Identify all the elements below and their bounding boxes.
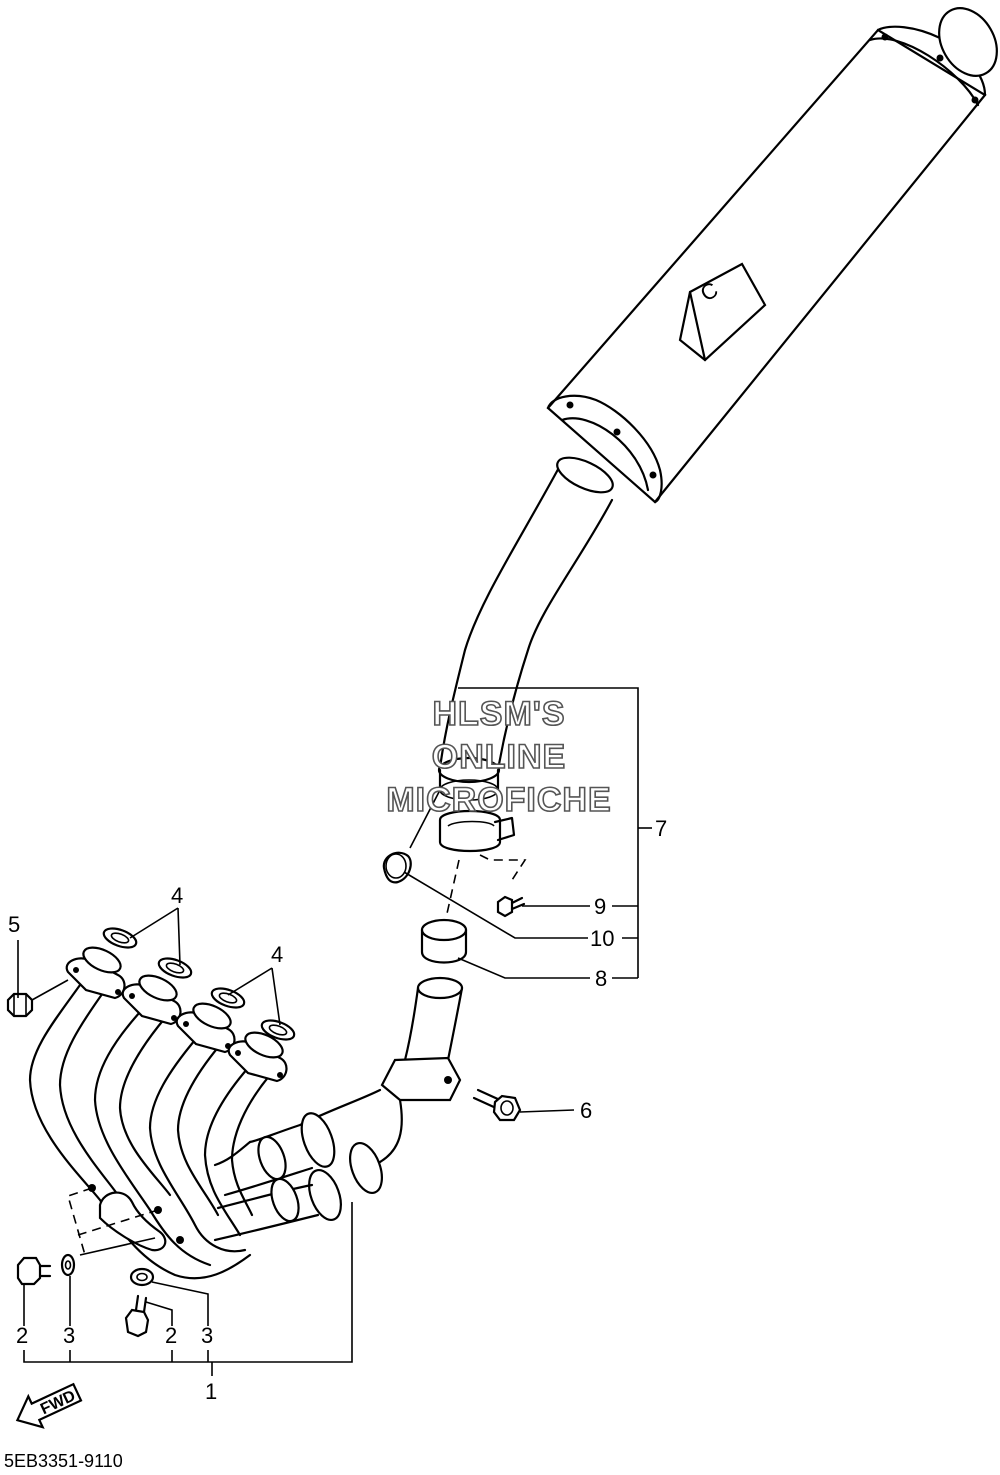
callout-labels: 1 2 3 2 3 4 4 5 6 7 8 9 10	[8, 816, 667, 1404]
part-4-gaskets	[102, 927, 296, 1041]
flange-2	[121, 974, 182, 1026]
callout-6: 6	[580, 1098, 592, 1123]
callout-3b: 3	[201, 1323, 213, 1348]
fwd-arrow-icon: FWD	[15, 1382, 83, 1429]
part-3-washers	[60, 1253, 155, 1287]
part-2-bolts	[16, 1256, 150, 1338]
callout-9: 9	[594, 894, 606, 919]
part-code: 5EB3351-9110	[4, 1451, 123, 1471]
flange-1	[65, 946, 126, 1000]
watermark: HLSM'S ONLINE MICROFICHE	[386, 694, 612, 820]
link-pipe	[437, 456, 614, 801]
pipe-clamp	[438, 809, 527, 881]
muffler	[546, 7, 998, 504]
part-8-gasket	[420, 859, 468, 964]
callout-10: 10	[590, 926, 614, 951]
callout-4a: 4	[171, 883, 183, 908]
callout-1: 1	[205, 1379, 217, 1404]
callout-2b: 2	[165, 1323, 177, 1348]
callout-3a: 3	[63, 1323, 75, 1348]
part-10-cap	[382, 851, 412, 884]
callout-7: 7	[655, 816, 667, 841]
callout-5: 5	[8, 912, 20, 937]
watermark-line-1: HLSM'S	[432, 695, 565, 733]
flange-4	[227, 1031, 288, 1083]
watermark-line-3: MICROFICHE	[386, 781, 611, 819]
part-9-bolt	[496, 895, 526, 918]
heat-shield-bracket: C	[678, 262, 767, 362]
callout-2a: 2	[16, 1323, 28, 1348]
callout-4b: 4	[271, 942, 283, 967]
part-5-nut	[6, 992, 34, 1018]
part-6-bolt	[472, 1088, 522, 1122]
header-pipes	[28, 946, 464, 1280]
callout-8: 8	[595, 966, 607, 991]
flange-3	[175, 1002, 236, 1054]
leader-lines	[17, 687, 652, 1376]
watermark-line-2: ONLINE	[432, 738, 566, 776]
